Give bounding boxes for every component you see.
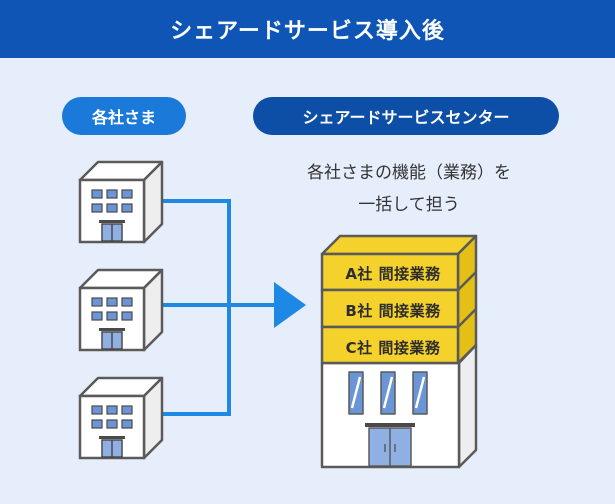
page-title: シェアードサービス導入後 [170,19,445,44]
service-stack-c [320,325,460,365]
header-bar: シェアードサービス導入後 [0,0,615,58]
center-description-line-1: 各社さまの機能（業務）を [307,163,511,183]
service-center-pill: シェアードサービスセンター [253,97,559,135]
company-building-1 [78,160,164,244]
service-center-pill-label: シェアードサービスセンター [302,108,510,127]
service-stack-a [320,252,460,292]
connector-line-top [161,199,231,305]
companies-pill-label: 各社さま [91,108,156,127]
service-stack [320,234,478,365]
stack-label-b: B社 間接業務 [345,302,441,320]
companies-pill: 各社さま [62,97,186,135]
stack-label-a: A社 間接業務 [345,265,441,283]
connector-line-bottom [161,305,231,416]
stack-label-c: C社 間接業務 [345,339,441,357]
company-building-3 [78,376,164,460]
service-center-building [320,343,478,469]
company-building-2 [78,268,164,352]
service-stack-top [320,234,478,256]
connector-arrowhead [274,282,306,328]
connector-lines [161,199,278,416]
center-description-line-2: 一括して担う [358,195,460,215]
